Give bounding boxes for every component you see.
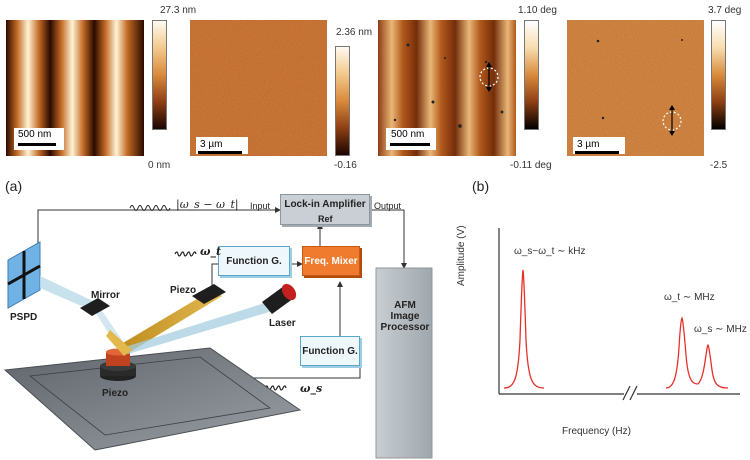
colorbar-1-max: 27.3 nm — [160, 5, 197, 16]
piezo-top-label: Piezo — [170, 285, 197, 296]
function-generator-bottom-label: Function G. — [302, 345, 358, 357]
function-generator-top-label: Function G. — [226, 255, 282, 267]
spectrum-ylabel: Amplitude (V) — [456, 225, 467, 286]
afm-processor-line-3: Processor — [380, 321, 430, 333]
colorbar-2 — [335, 46, 350, 156]
scalebar-1-label: 500 nm — [18, 129, 52, 140]
afm-image-4 — [567, 20, 704, 156]
highlight-circle-1 — [479, 67, 499, 87]
mirror-label: Mirror — [91, 290, 120, 301]
frequency-mixer-label: Freq. Mixer — [304, 255, 358, 267]
sample-stage — [3, 347, 302, 451]
colorbar-3-min: -0.11 deg — [510, 160, 552, 171]
output-label: Output — [374, 201, 402, 211]
panel-a-label: (a) — [5, 178, 23, 194]
spectrum-peak-3 — [697, 344, 729, 389]
peak-3-label: ω_s ∼ MHz — [694, 324, 747, 335]
difference-frequency: |ω_s − ω_t| — [176, 198, 239, 211]
scalebar-2-label: 3 µm — [200, 139, 223, 150]
piezo-bottom-label: Piezo — [102, 388, 129, 399]
colorbar-4 — [711, 20, 726, 130]
colorbar-2-min: -0.16 — [334, 160, 357, 171]
afm-processor-line-2: Image — [390, 310, 420, 322]
spectrum-xlabel: Frequency (Hz) — [562, 426, 631, 437]
highlight-circle-2 — [662, 111, 682, 131]
spectrum-peak-1 — [503, 269, 545, 389]
ref-label: Ref — [318, 214, 333, 224]
colorbar-4-min: -2.5 — [710, 160, 728, 171]
afm-images-svg — [6, 20, 704, 156]
piezo-top — [192, 284, 226, 304]
pspd-label: PSPD — [10, 312, 38, 323]
afm-processor-text: AFM Image Processor — [378, 286, 432, 346]
lock-in-amplifier-label: Lock-in Amplifier — [284, 199, 366, 210]
afm-image-processor — [375, 267, 433, 459]
omega-s-label: ω_s — [300, 382, 323, 395]
input-label: Input — [250, 201, 271, 211]
spectrum-peak-2 — [665, 316, 699, 389]
afm-processor-line-1: AFM — [394, 299, 416, 311]
lock-in-amplifier: Lock-in Amplifier — [280, 194, 370, 225]
function-generator-bottom: Function G. — [300, 336, 360, 366]
spectrum-svg — [498, 228, 740, 401]
scalebar-4-label: 3 µm — [577, 139, 600, 150]
colorbar-1 — [152, 20, 167, 130]
scalebar-2 — [198, 151, 242, 154]
mirror — [80, 298, 110, 316]
setup-schematic-svg — [3, 205, 433, 459]
omega-t-label: ω_t — [200, 245, 222, 258]
panel-b-label: (b) — [472, 178, 490, 194]
spectrum-ylabel-text: Amplitude (V) — [456, 225, 467, 286]
function-generator-top: Function G. — [218, 246, 290, 276]
laser-label: Laser — [269, 318, 296, 329]
scalebar-3-label: 500 nm — [391, 129, 425, 140]
frequency-mixer: Freq. Mixer — [302, 246, 360, 276]
scalebar-4 — [575, 151, 619, 154]
scalebar-3 — [390, 143, 430, 146]
colorbar-1-min: 0 nm — [148, 160, 171, 171]
afm-image-2 — [190, 20, 327, 156]
scalebar-1 — [18, 143, 56, 146]
colorbar-3-max: 1.10 deg — [518, 5, 557, 16]
peak-2-label: ω_t ∼ MHz — [664, 292, 715, 303]
peak-1-label: ω_s−ω_t ∼ kHz — [514, 246, 586, 257]
colorbar-2-max: 2.36 nm — [336, 27, 373, 38]
laser — [262, 283, 297, 314]
colorbar-3 — [524, 20, 539, 130]
colorbar-4-max: 3.7 deg — [708, 5, 742, 16]
